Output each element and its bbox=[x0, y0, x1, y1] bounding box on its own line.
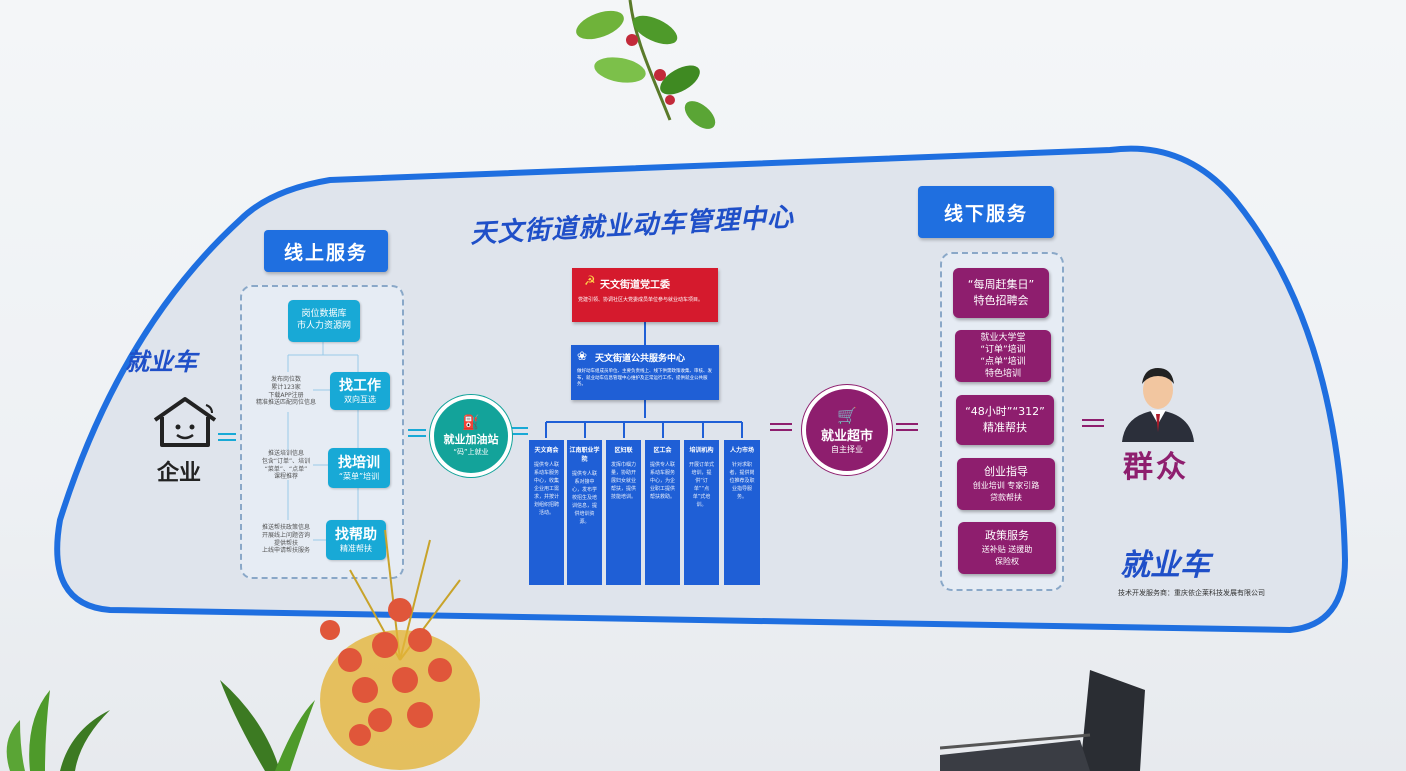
gas-station-sub: “码”上就业 bbox=[453, 448, 489, 456]
shopping-cart-icon: 🛒 bbox=[837, 405, 857, 425]
offline-item: “每周赶集日”特色招聘会 bbox=[953, 268, 1049, 318]
tree-logo-icon: ❀ bbox=[577, 349, 588, 363]
find-training-box: 找培训 “菜单”培训 bbox=[328, 448, 390, 488]
job-supermarket-circle: 🛒 就业超市 自主择业 bbox=[802, 385, 892, 475]
offline-item: “48小时”“312”精准帮扶 bbox=[956, 395, 1054, 445]
house-icon bbox=[153, 397, 217, 447]
member-column: 天文商会提供专人联系动车服务中心，收集企业用工需求，并按计划组织招聘活动。 bbox=[529, 440, 564, 585]
plant-leaves-left bbox=[6, 690, 110, 771]
flower-arrangement-image bbox=[320, 529, 480, 770]
job-database-label: 岗位数据库 bbox=[301, 309, 347, 320]
find-help-title: 找帮助 bbox=[335, 526, 377, 543]
find-help-box: 找帮助 精准帮扶 bbox=[326, 520, 386, 560]
computer-monitor-image bbox=[940, 670, 1145, 771]
masses-label: 群众 bbox=[1123, 450, 1189, 485]
party-committee-box: 天文街道党工委 ☭ 党建引领、协调社区大党委成员单位参与就业动车项目。 bbox=[572, 268, 718, 322]
brand-logo-left: 就业车 bbox=[125, 348, 197, 376]
member-column: 区工会提供专人联系动车服务中心，为企业职工提供帮扶救助。 bbox=[645, 440, 680, 585]
find-training-sub: “菜单”培训 bbox=[338, 471, 380, 481]
service-center-title: 天文街道公共服务中心 bbox=[595, 354, 686, 364]
find-job-sub: 双向互选 bbox=[344, 394, 376, 404]
member-column: 江南职业学院提供专人联系对接中心，发布学校招生及培训信息，提供培训资源。 bbox=[567, 440, 602, 585]
training-note: 推送培训信息包含“订单”、培训 “菜单”、“点单”课程推荐 bbox=[261, 450, 311, 481]
supermarket-sub: 自主择业 bbox=[831, 444, 863, 454]
offline-item: 政策服务送补贴 送援助保险权 bbox=[958, 522, 1056, 574]
online-service-header: 线上服务 bbox=[264, 230, 388, 272]
plant-leaves-mid bbox=[220, 680, 315, 771]
developer-footer: 技术开发服务商：重庆依企莱科技发展有限公司 bbox=[1118, 589, 1265, 597]
service-center-body: 做好动车组成员单位、主要负责线上、线下供需政策收集、审核、发布，就业动车信息管理… bbox=[577, 369, 712, 388]
brand-logo-right: 就业车 bbox=[1120, 548, 1210, 583]
enterprise-label: 企业 bbox=[157, 461, 202, 486]
find-training-title: 找培训 bbox=[338, 454, 380, 471]
person-icon bbox=[1122, 368, 1194, 442]
arrows-left bbox=[218, 427, 528, 441]
job-database-box: 岗位数据库 市人力资源网 bbox=[288, 300, 360, 342]
member-column: 区妇联发挥巾帼力量，协助开展妇女就业帮扶，提供技能培训。 bbox=[606, 440, 641, 585]
supermarket-title: 就业超市 bbox=[820, 428, 873, 444]
hr-website-label: 市人力资源网 bbox=[296, 321, 351, 331]
job-note: 发布岗位数累计123家 下载APP注册精准推送匹配岗位信息 bbox=[255, 376, 316, 407]
find-help-sub: 精准帮扶 bbox=[340, 543, 372, 553]
find-job-title: 找工作 bbox=[339, 377, 381, 394]
fuel-pump-icon: ⛽ bbox=[462, 415, 480, 431]
gas-station-circle: ⛽ 就业加油站 “码”上就业 bbox=[430, 395, 512, 477]
offline-item: 创业指导创业培训 专家引路贷款帮扶 bbox=[957, 458, 1055, 510]
find-job-box: 找工作 双向互选 bbox=[330, 372, 390, 410]
member-column: 培训机构开展订单式培训，提供“订单”“点单”式培训。 bbox=[684, 440, 719, 585]
party-emblem-icon: ☭ bbox=[584, 274, 596, 289]
party-committee-body: 党建引领、协调社区大党委成员单位参与就业动车项目。 bbox=[578, 297, 704, 303]
party-committee-title: 天文街道党工委 bbox=[600, 280, 670, 291]
gas-station-title: 就业加油站 bbox=[443, 433, 499, 446]
offline-service-header: 线下服务 bbox=[918, 186, 1054, 238]
help-note: 推送帮扶政策信息开展线上问题咨询 提供帮扶上线申请帮扶服务 bbox=[261, 524, 310, 555]
plant-vine-image bbox=[576, 0, 716, 129]
member-column: 人力市场针对求职者，提供岗位推荐及职业指导服务。 bbox=[724, 440, 760, 585]
service-center-box: ❀ 天文街道公共服务中心 做好动车组成员单位、主要负责线上、线下供需政策收集、审… bbox=[571, 345, 719, 400]
offline-item: 就业大学堂“订单”培训 “点单”培训特色培训 bbox=[955, 330, 1051, 382]
